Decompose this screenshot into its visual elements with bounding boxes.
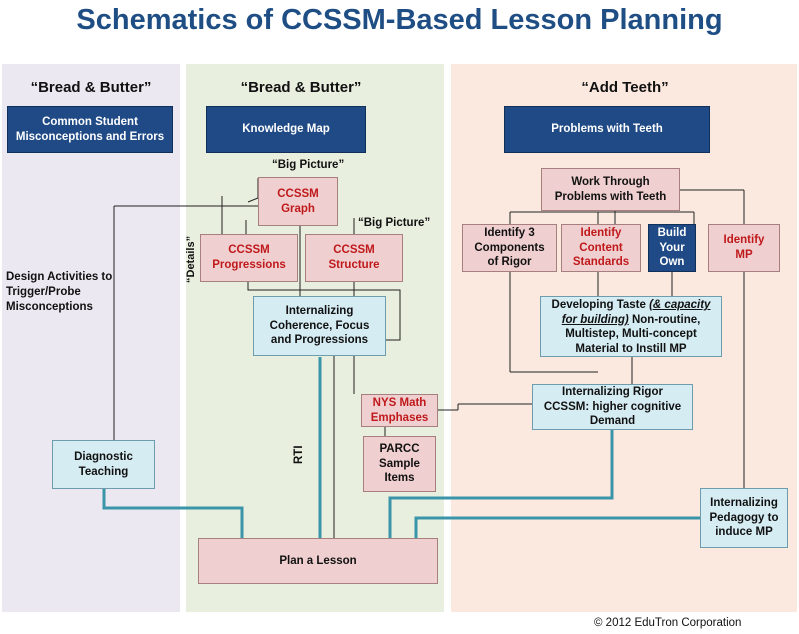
internalizing-rigor-box[interactable]: Internalizing Rigor CCSSM: higher cognit… [532, 384, 693, 430]
column-heading-right: “Add Teeth” [581, 79, 669, 96]
developing-taste-box[interactable]: Developing Taste (& capacity for buildin… [540, 296, 722, 357]
ccssm-graph-label: CCSSM Graph [277, 187, 319, 215]
parcc-sample-items-box[interactable]: PARCC Sample Items [363, 436, 436, 492]
identify-content-label: Identify Content Standards [572, 226, 630, 269]
knowledge-map-box[interactable]: Knowledge Map [206, 106, 366, 153]
nys-math-label: NYS Math Emphases [370, 396, 429, 424]
developing-taste-emphasis: (& capacity for building) [561, 299, 711, 326]
rti-label: RTI [293, 445, 305, 464]
diagnostic-teaching-box[interactable]: Diagnostic Teaching [52, 440, 155, 489]
misconceptions-box[interactable]: Common Student Misconceptions and Errors [7, 106, 173, 153]
developing-taste-rest: Non-routine, Multistep, Multi-concept Ma… [565, 313, 701, 356]
developing-taste-lead: Developing Taste [551, 299, 650, 311]
panel-left [2, 64, 180, 612]
plan-a-lesson-box[interactable]: Plan a Lesson [198, 538, 438, 584]
ccssm-structure-label: CCSSM Structure [328, 244, 380, 271]
internalizing-rigor-label: Internalizing Rigor CCSSM: higher cognit… [543, 385, 682, 428]
internalizing-pedagogy-box[interactable]: Internalizing Pedagogy to induce MP [700, 488, 788, 548]
work-through-label: Work Through Problems with Teeth [554, 175, 667, 203]
developing-taste-text: Developing Taste (& capacity for buildin… [547, 298, 715, 357]
internalizing-coherence-box[interactable]: Internalizing Coherence, Focus and Progr… [253, 296, 386, 356]
design-activities-text: Design Activities to Trigger/Probe Misco… [6, 271, 113, 313]
page-title: Schematics of CCSSM-Based Lesson Plannin… [76, 4, 723, 36]
ccssm-progressions-box[interactable]: CCSSM Progressions [200, 234, 298, 282]
big-picture-label-right: “Big Picture” [358, 217, 431, 229]
work-through-box[interactable]: Work Through Problems with Teeth [541, 168, 680, 211]
identify-rigor-box[interactable]: Identify 3 Components of Rigor [462, 224, 557, 272]
ccssm-graph-box[interactable]: CCSSM Graph [258, 177, 338, 226]
copyright-text: © 2012 EduTron Corporation [594, 617, 742, 629]
identify-mp-box[interactable]: Identify MP [708, 224, 780, 272]
parcc-label: PARCC Sample Items [379, 442, 420, 485]
build-your-own-box[interactable]: Build Your Own [648, 224, 696, 272]
identify-content-box[interactable]: Identify Content Standards [561, 224, 641, 272]
nys-math-emphases-box[interactable]: NYS Math Emphases [361, 394, 438, 427]
internalizing-pedagogy-label: Internalizing Pedagogy to induce MP [709, 496, 779, 539]
details-label: “Details” [185, 235, 197, 283]
identify-rigor-label: Identify 3 Components of Rigor [474, 226, 545, 269]
column-heading-left: “Bread & Butter” [30, 79, 152, 96]
column-heading-middle: “Bread & Butter” [240, 79, 362, 96]
identify-mp-label: Identify MP [723, 234, 765, 261]
problems-with-teeth-box[interactable]: Problems with Teeth [504, 106, 710, 153]
build-your-own-label: Build Your Own [657, 226, 687, 269]
big-picture-label-top: “Big Picture” [272, 159, 345, 171]
ccssm-structure-box[interactable]: CCSSM Structure [305, 234, 403, 282]
diagnostic-label: Diagnostic Teaching [74, 450, 133, 478]
